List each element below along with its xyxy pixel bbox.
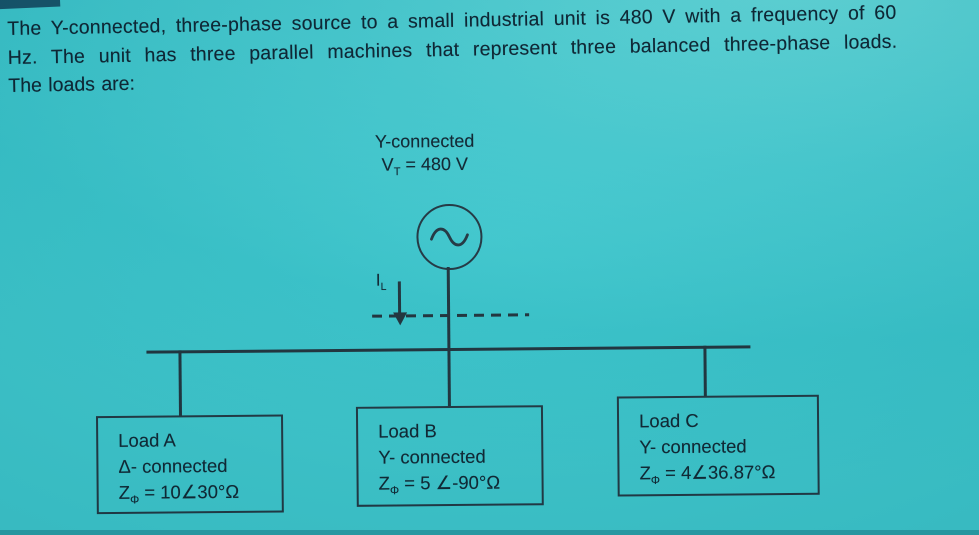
page-bottom-edge [0, 530, 979, 535]
load-b-impedance: ZΦ = 5 ∠-90°Ω [378, 471, 501, 498]
source-label: Y-connected VT = 480 V [335, 129, 515, 184]
current-arrow-shaft [397, 281, 402, 315]
load-b-name: Load B [378, 420, 437, 442]
load-a-impedance: ZΦ = 10∠30°Ω [118, 480, 240, 507]
load-a-name: Load A [118, 429, 176, 451]
source-voltage-label: VT = 480 V [381, 153, 469, 179]
load-c-drop-line [703, 345, 707, 397]
sine-wave-icon [430, 227, 469, 247]
source-feeder-line [446, 267, 451, 351]
load-c-name: Load C [638, 409, 699, 432]
load-b-drop-line [447, 347, 451, 408]
load-a-connection: Δ- connected [118, 454, 228, 477]
source-connection-label: Y-connected [374, 130, 475, 152]
load-b-connection: Y- connected [378, 445, 486, 468]
measurement-dashed-line [372, 313, 530, 318]
load-a-drop-line [178, 350, 183, 417]
load-c-connection: Y- connected [639, 435, 747, 458]
line-current-label: IL [375, 270, 387, 293]
load-b-box: Load B Y- connected ZΦ = 5 ∠-90°Ω [355, 405, 544, 507]
load-c-impedance: ZΦ = 4∠36.87°Ω [639, 461, 776, 487]
load-c-box: Load C Y- connected ZΦ = 4∠36.87°Ω [616, 394, 820, 497]
ac-source-symbol [416, 203, 483, 271]
load-a-box: Load A Δ- connected ZΦ = 10∠30°Ω [95, 414, 284, 515]
